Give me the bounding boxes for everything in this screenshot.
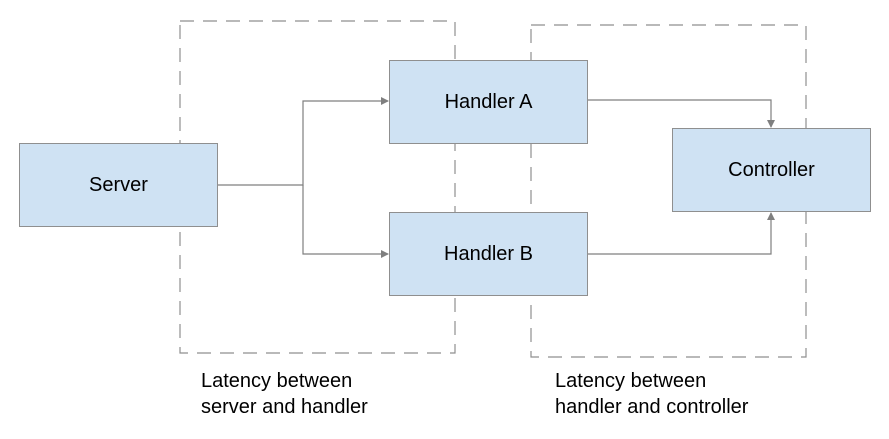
node-handler-b: Handler B xyxy=(389,212,588,296)
node-controller-label: Controller xyxy=(728,158,815,181)
region-handler-controller-caption: Latency between handler and controller xyxy=(555,368,748,420)
node-server: Server xyxy=(19,143,218,227)
edge-handler-a-to-controller xyxy=(588,99,775,128)
node-controller: Controller xyxy=(672,128,871,212)
edge-server-to-handler-b xyxy=(302,185,389,258)
caption-line: Latency between xyxy=(555,370,707,392)
node-server-label: Server xyxy=(89,173,148,196)
edge-handler-b-to-controller xyxy=(588,212,775,255)
node-handler-a-label: Handler A xyxy=(444,90,533,113)
caption-line: handler and controller xyxy=(555,396,749,418)
caption-line: server and handler xyxy=(201,396,368,418)
node-handler-b-label: Handler B xyxy=(444,242,533,265)
edge-server-to-handler-a xyxy=(217,97,389,186)
node-handler-a: Handler A xyxy=(389,60,588,144)
caption-line: Latency between xyxy=(201,370,353,392)
region-server-handler-caption: Latency between server and handler xyxy=(201,368,368,420)
